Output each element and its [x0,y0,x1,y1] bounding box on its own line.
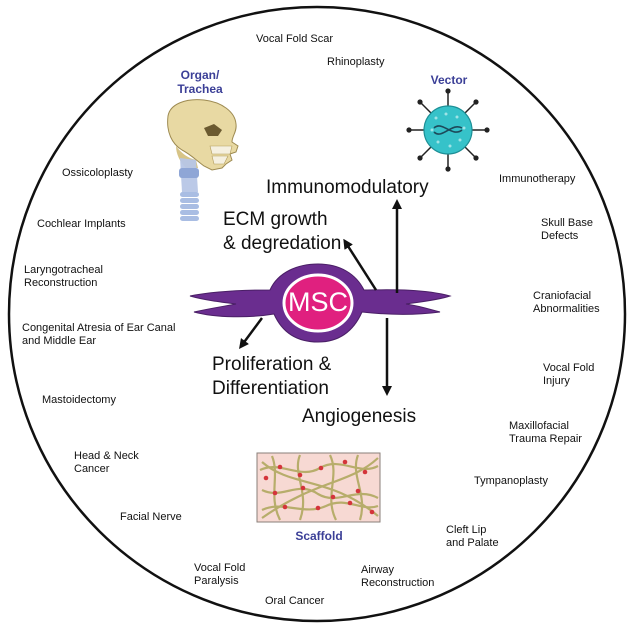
mechanism-angiogenesis: Angiogenesis [302,406,417,427]
mechanism-immunomodulatory: Immunomodulatory [266,177,429,198]
app-skull-base-line2: Defects [541,230,579,242]
app-congenital-line2: and Middle Ear [22,335,96,347]
app-vf-paralysis-line2: Paralysis [194,575,239,587]
app-airway-line2: Reconstruction [361,577,435,589]
app-cleft-line2: and Palate [446,537,499,549]
msc-nucleus [282,273,354,333]
app-craniofacial-line1: Craniofacial [533,290,592,302]
app-ossiculoplasty: Ossicoloplasty [62,167,133,179]
category-organ-line1: Organ/ [180,68,220,82]
app-head-neck-line2: Cancer [74,463,110,475]
app-maxillofacial-line2: Trauma Repair [509,433,582,445]
skull-trachea-illustration [167,99,239,221]
mechanism-proliferation-line2: Differentiation [212,378,329,399]
category-vector: Vector [430,73,468,87]
app-skull-base-line1: Skull Base [541,217,593,229]
category-organ-line2: Trachea [177,82,223,96]
app-cleft-line1: Cleft Lip [446,524,487,536]
outer-circle [7,5,627,623]
vector-illustration [406,88,490,172]
app-immunotherapy: Immunotherapy [499,173,576,185]
mechanism-ecm-line2: & degredation [223,233,342,254]
app-rhinoplasty: Rhinoplasty [327,56,385,68]
app-cochlear-implants: Cochlear Implants [37,218,126,230]
scaffold-illustration [256,452,381,523]
app-vf-paralysis-line1: Vocal Fold [194,562,246,574]
arrow-ecm [343,238,378,291]
category-scaffold: Scaffold [295,529,343,543]
arrows [239,199,402,396]
app-laryngotracheal-line1: Laryngotracheal [24,264,103,276]
app-oral-cancer: Oral Cancer [265,595,325,607]
mechanism-proliferation-line1: Proliferation & [212,354,332,375]
trachea-rings [180,192,199,221]
app-facial-nerve: Facial Nerve [120,511,182,523]
app-head-neck-line1: Head & Neck [74,450,139,462]
mechanism-ecm-line1: ECM growth [223,209,328,230]
app-vocal-fold-scar: Vocal Fold Scar [256,33,334,45]
arrow-proliferation [239,317,264,350]
app-tympanoplasty: Tympanoplasty [474,475,548,487]
app-congenital-line1: Congenital Atresia of Ear Canal [22,322,176,334]
msc-cell [189,263,452,343]
app-maxillofacial-line1: Maxillofacial [509,420,569,432]
app-vocal-fold-injury-line2: Injury [543,375,570,387]
msc-label: MSC [288,287,348,317]
app-airway-line1: Airway [361,564,395,576]
app-mastoidectomy: Mastoidectomy [42,394,116,406]
app-laryngotracheal-line2: Reconstruction [24,277,98,289]
app-vocal-fold-injury-line1: Vocal Fold [543,362,595,374]
app-craniofacial-line2: Abnormalities [533,303,600,315]
